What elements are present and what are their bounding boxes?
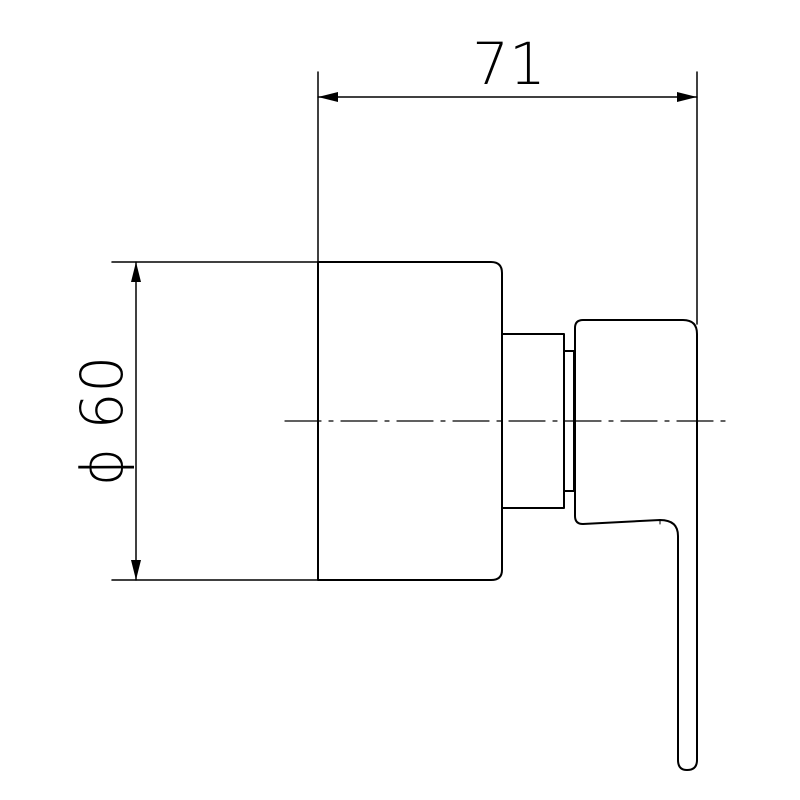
depth-label: 71 (472, 30, 546, 98)
depth-dimension: 71 (317, 30, 698, 325)
lever-handle (574, 319, 698, 771)
diameter-label: ϕ 60 (68, 356, 136, 487)
valve-body (317, 261, 503, 581)
diameter-dimension: ϕ 60 (68, 261, 319, 581)
